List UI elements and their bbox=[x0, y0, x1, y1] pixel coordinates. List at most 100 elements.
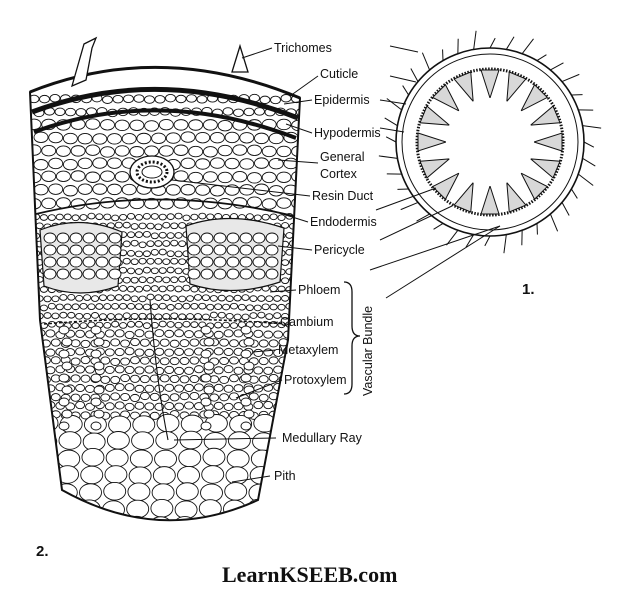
tissue-cell bbox=[264, 401, 273, 408]
tissue-cell bbox=[115, 222, 122, 228]
surface-hair bbox=[550, 214, 557, 231]
tissue-cell bbox=[104, 214, 111, 220]
tissue-cell bbox=[32, 465, 54, 483]
cortex-cell bbox=[159, 119, 173, 130]
tissue-cell bbox=[185, 349, 194, 356]
cortex-cell bbox=[223, 108, 233, 116]
tissue-cell bbox=[155, 330, 164, 337]
surface-hair bbox=[504, 235, 506, 254]
tissue-cell bbox=[230, 340, 239, 347]
cortex-cell bbox=[113, 95, 123, 103]
cortex-cell bbox=[63, 133, 77, 144]
label-resin-duct: Resin Duct bbox=[312, 189, 374, 203]
tissue-cell bbox=[155, 276, 162, 282]
cortex-cell bbox=[174, 145, 188, 156]
tissue-cell bbox=[165, 330, 174, 337]
tissue-cell bbox=[230, 303, 237, 309]
tissue-cell bbox=[276, 450, 298, 468]
tissue-cell bbox=[36, 384, 45, 391]
tissue-cell bbox=[125, 366, 134, 373]
cortex-cell bbox=[42, 145, 56, 156]
tissue-cell bbox=[151, 249, 158, 255]
tissue-cell bbox=[46, 349, 55, 356]
tissue-cell bbox=[234, 367, 243, 374]
tissue-cell bbox=[246, 516, 268, 534]
tissue-cell bbox=[123, 258, 130, 264]
tissue-cell bbox=[32, 339, 41, 346]
tissue-cell bbox=[234, 295, 241, 301]
sclerenchyma-cell bbox=[44, 257, 56, 267]
cortex-cell bbox=[49, 158, 63, 169]
cortex-cell bbox=[269, 186, 283, 197]
tissue-cell bbox=[82, 448, 104, 466]
tissue-cell bbox=[84, 295, 91, 301]
tissue-cell bbox=[167, 233, 174, 239]
tissue-cell bbox=[131, 357, 140, 364]
xylem-vessel bbox=[59, 374, 69, 382]
cortex-cell bbox=[255, 133, 269, 144]
sclerenchyma-cell bbox=[96, 233, 108, 243]
cortex-cell bbox=[78, 184, 92, 195]
tissue-cell bbox=[151, 214, 158, 220]
tissue-cell bbox=[163, 222, 170, 228]
tissue-cell bbox=[175, 322, 182, 328]
tissue-cell bbox=[32, 322, 39, 328]
cortex-cell bbox=[108, 158, 122, 169]
tissue-cell bbox=[190, 339, 199, 346]
cortex-cell bbox=[189, 172, 203, 183]
tissue-cell bbox=[96, 214, 103, 220]
label-pith: Pith bbox=[274, 469, 296, 483]
tissue-cell bbox=[59, 432, 81, 450]
tissue-cell bbox=[147, 294, 154, 300]
tissue-cell bbox=[180, 357, 189, 364]
tissue-cell bbox=[105, 349, 114, 356]
sclerenchyma-cell bbox=[44, 245, 56, 255]
sclerenchyma-cell bbox=[253, 233, 265, 243]
tissue-cell bbox=[140, 339, 149, 346]
tissue-cell bbox=[140, 392, 149, 399]
cortex-cell bbox=[233, 145, 247, 156]
tissue-cell bbox=[53, 517, 75, 535]
surface-hair bbox=[571, 189, 577, 198]
tissue-cell bbox=[40, 305, 47, 311]
cortex-cell bbox=[262, 199, 276, 210]
tissue-cell bbox=[152, 484, 174, 502]
tissue-cell bbox=[145, 366, 154, 373]
tissue-cell bbox=[183, 321, 190, 327]
xylem-vessel bbox=[91, 374, 101, 382]
xylem-vessel bbox=[91, 398, 101, 406]
tissue-cell bbox=[250, 313, 257, 319]
tissue-cell bbox=[81, 394, 90, 401]
surface-hair bbox=[422, 53, 429, 70]
tissue-cell bbox=[143, 285, 150, 291]
cortex-cell bbox=[108, 184, 122, 195]
tissue-cell bbox=[234, 385, 243, 392]
cortex-cell bbox=[181, 158, 195, 169]
cortex-cell bbox=[218, 172, 232, 183]
tissue-cell bbox=[159, 303, 166, 309]
cortex-cell bbox=[255, 184, 269, 195]
xylem-vessel bbox=[59, 422, 69, 430]
tissue-cell bbox=[297, 224, 304, 230]
tissue-cell bbox=[80, 323, 87, 329]
cortex-cell bbox=[218, 120, 232, 130]
stem-detail-drawing bbox=[27, 38, 313, 535]
xylem-vessel bbox=[91, 326, 101, 334]
tissue-cell bbox=[181, 415, 203, 433]
sclerenchyma-cell bbox=[70, 269, 82, 279]
tissue-cell bbox=[155, 295, 162, 301]
tissue-cell bbox=[151, 286, 158, 292]
tissue-cell bbox=[115, 384, 124, 391]
tissue-cell bbox=[81, 375, 90, 382]
sclerenchyma-cell bbox=[214, 245, 226, 255]
tissue-cell bbox=[203, 448, 225, 466]
tissue-cell bbox=[131, 313, 138, 319]
tissue-cell bbox=[81, 466, 103, 484]
tissue-cell bbox=[123, 241, 130, 247]
surface-hair bbox=[583, 126, 602, 128]
surface-hair bbox=[401, 202, 418, 209]
tissue-cell bbox=[191, 286, 198, 292]
cortex-cell bbox=[71, 199, 85, 210]
cuticle-line bbox=[30, 67, 300, 98]
